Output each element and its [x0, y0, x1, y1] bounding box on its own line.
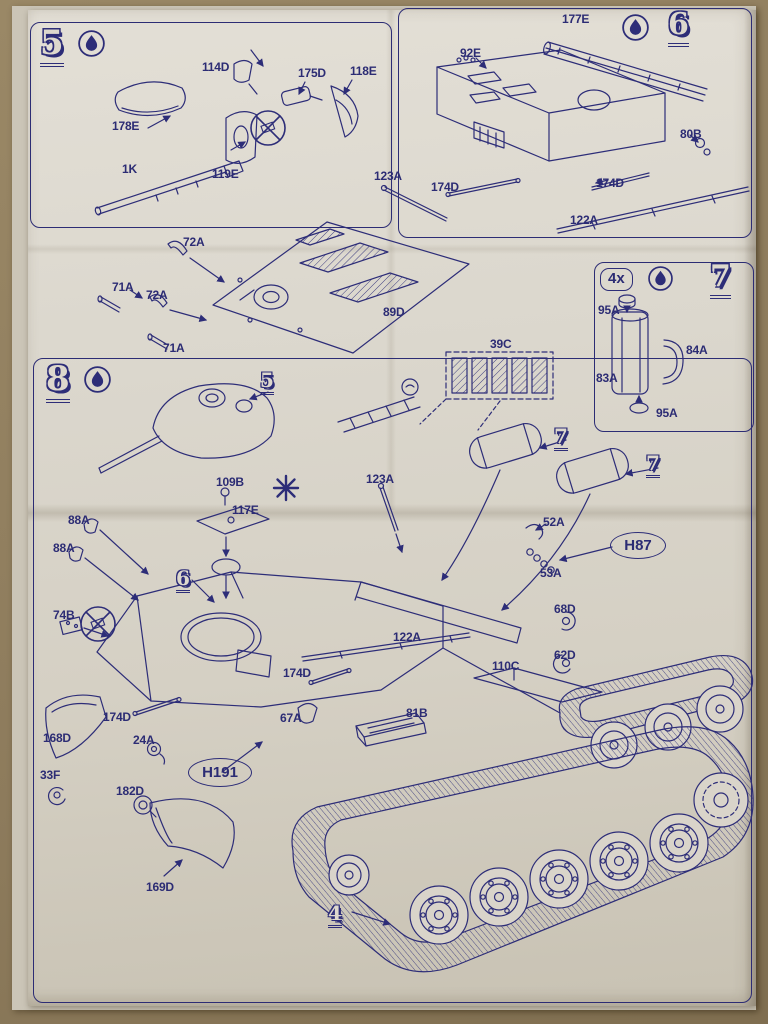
part-label-52a: 52A	[543, 515, 565, 529]
part-label-122a-2: 122A	[393, 630, 421, 644]
part-label-62d: 62D	[554, 648, 576, 662]
part-label-123a: 123A	[374, 169, 402, 183]
part-label-118e: 118E	[350, 64, 377, 78]
part-label-24a: 24A	[133, 733, 155, 747]
part-label-72a-2: 72A	[146, 288, 168, 302]
step-8-number: 8	[46, 362, 70, 403]
subassembly-badge-7: 7	[646, 453, 660, 478]
part-label-80b: 80B	[680, 127, 702, 141]
step-6-number: 6	[668, 10, 689, 47]
part-label-175d: 175D	[298, 66, 326, 80]
part-label-182d: 182D	[116, 784, 144, 798]
part-label-122a: 122A	[570, 213, 598, 227]
part-label-88a-1: 88A	[68, 513, 90, 527]
step-5-number: 5	[40, 26, 64, 67]
callout-h87: H87	[610, 532, 666, 559]
paint-drop-icon	[622, 14, 649, 41]
paint-drop-icon	[648, 266, 673, 291]
part-label-178e: 178E	[112, 119, 140, 133]
part-label-174d-4: 174D	[103, 710, 131, 724]
asterisk-icon	[272, 474, 300, 502]
part-label-68d: 68D	[554, 602, 576, 616]
part-label-109b: 109B	[216, 475, 244, 489]
part-label-89d: 89D	[383, 305, 405, 319]
paint-drop-icon	[84, 366, 111, 393]
part-label-119e: 119E	[212, 167, 239, 181]
part-label-114d: 114D	[202, 60, 230, 74]
step-7-panel	[594, 262, 754, 432]
part-label-110c: 110C	[492, 659, 520, 673]
part-label-39c: 39C	[490, 337, 512, 351]
part-label-92e: 92E	[460, 46, 481, 60]
part-label-81b: 81B	[406, 706, 428, 720]
subassembly-badge-7: 7	[554, 426, 568, 451]
part-label-168d: 168D	[43, 731, 71, 745]
step-5-panel	[30, 22, 392, 228]
do-not-cement-icon	[78, 604, 118, 644]
part-label-53a: 53A	[540, 566, 562, 580]
part-label-169d: 169D	[146, 880, 174, 894]
part-label-1k: 1K	[122, 162, 137, 176]
subassembly-badge-5: 5	[260, 370, 274, 395]
part-label-83a: 83A	[596, 371, 618, 385]
part-label-71a-2: 71A	[163, 341, 185, 355]
subassembly-badge-6: 6	[176, 568, 190, 593]
part-label-177e: 177E	[562, 12, 590, 26]
step-6-panel	[398, 8, 752, 238]
part-label-33f: 33F	[40, 768, 61, 782]
part-label-174d-3: 174D	[283, 666, 311, 680]
part-label-67a: 67A	[280, 711, 302, 725]
do-not-cement-icon	[248, 108, 288, 148]
part-label-174d-2: 174D	[596, 176, 624, 190]
part-label-95a-2: 95A	[656, 406, 678, 420]
step-8-panel	[33, 358, 752, 1003]
callout-h191: H191	[188, 758, 252, 787]
part-label-71a-1: 71A	[112, 280, 134, 294]
part-label-117e: 117E	[232, 503, 259, 517]
part-label-123a-2: 123A	[366, 472, 394, 486]
part-label-88a-2: 88A	[53, 541, 75, 555]
part-label-72a-1: 72A	[183, 235, 205, 249]
part-label-74b: 74B	[53, 608, 75, 622]
subassembly-badge-4: 4	[328, 903, 342, 928]
part-label-84a: 84A	[686, 343, 708, 357]
part-label-174d-1: 174D	[431, 180, 459, 194]
part-label-95a-1: 95A	[598, 303, 620, 317]
paint-drop-icon	[78, 30, 105, 57]
step-7-quantity: 4x	[600, 268, 633, 291]
step-7-number: 7	[710, 262, 731, 299]
